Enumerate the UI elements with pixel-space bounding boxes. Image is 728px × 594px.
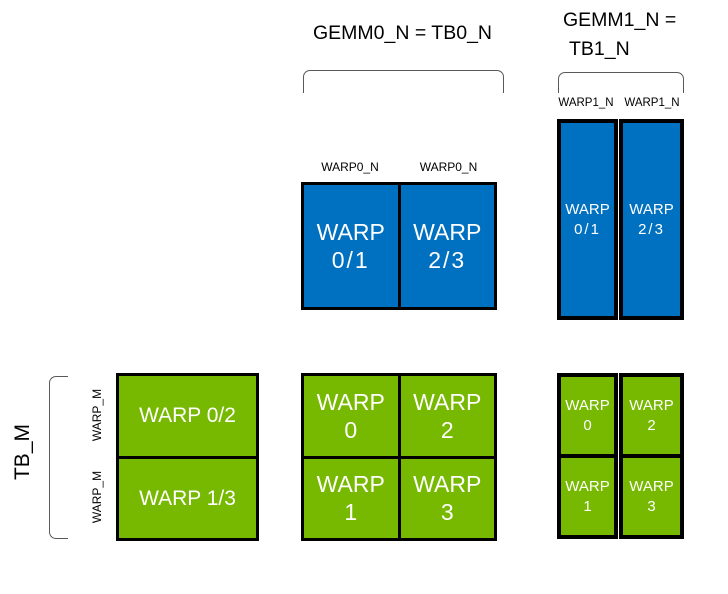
gemm1-warp-0-1-column: WARP 0/1 xyxy=(557,119,618,320)
warp-cell-line1: WARP xyxy=(629,396,674,414)
warp-cell-line2: 0/1 xyxy=(331,247,370,273)
gemm1-warp-grid-left-column: WARP 0 WARP 1 xyxy=(557,373,618,539)
warp-0-cell: WARP 0 xyxy=(304,376,398,456)
tb-m-warp-rows-block: WARP 0/2 WARP 1/3 xyxy=(116,373,259,541)
gemm0-n-bracket xyxy=(303,70,504,93)
warp-0-cell-small: WARP 0 xyxy=(561,377,614,454)
gemm1-warp-grid-right-column: WARP 2 WARP 3 xyxy=(619,373,684,539)
gemm0-n-title: GEMM0_N = TB0_N xyxy=(313,22,492,44)
warp-cell-line2: 2 xyxy=(440,416,454,443)
gemm0-warp-2-3-cell: WARP 2/3 xyxy=(400,185,494,307)
gemm1-n-title: GEMM1_N = TB1_N xyxy=(563,6,703,64)
warp-cell-line2: 3 xyxy=(440,499,454,526)
warp-0-2-row-cell: WARP 0/2 xyxy=(119,376,256,456)
gemm1-n-bracket xyxy=(558,72,684,93)
warp-2-cell: WARP 2 xyxy=(400,376,494,456)
warp-row-label: WARP 0/2 xyxy=(139,404,236,428)
warp-1-3-row-cell: WARP 1/3 xyxy=(119,458,256,538)
warp0-n-label-right: WARP0_N xyxy=(419,160,478,174)
warp-cell-line2: 1 xyxy=(344,499,358,526)
warp-1-cell: WARP 1 xyxy=(304,458,398,538)
warp-cell-line1: WARP xyxy=(413,388,482,415)
gemm1-n-title-line2: TB1_N xyxy=(569,38,630,60)
gemm1-warp-2-3-column: WARP 2/3 xyxy=(619,119,684,320)
warp-cell-line1: WARP xyxy=(565,396,610,414)
gemm1-warp-0-1-cell: WARP 0/1 xyxy=(561,123,614,316)
warp1-n-label-right: WARP1_N xyxy=(624,97,680,109)
warp-3-cell-small: WARP 3 xyxy=(623,458,680,535)
tb-m-bracket xyxy=(49,376,68,539)
warp-3-cell: WARP 3 xyxy=(400,458,494,538)
warp-cell-line2: 2 xyxy=(647,416,656,434)
warp-cell-line2: 2/3 xyxy=(428,247,467,273)
gemm1-warp-2-3-cell: WARP 2/3 xyxy=(623,123,680,316)
warp-cell-line2: 3 xyxy=(647,497,656,515)
gemm0-warp-tile-block: WARP 0/1 WARP 2/3 xyxy=(301,182,497,310)
warp-cell-line1: WARP xyxy=(316,471,385,498)
warp0-n-label-left: WARP0_N xyxy=(321,160,379,174)
gemm0-warp-grid-block: WARP 0 WARP 2 WARP 1 WARP 3 xyxy=(301,373,497,541)
warp-row-label: WARP 1/3 xyxy=(139,486,236,510)
gemm1-n-title-line1: GEMM1_N = xyxy=(563,9,677,31)
warp-cell-line2: 0 xyxy=(583,416,592,434)
warp-cell-line1: WARP xyxy=(316,388,385,415)
warp-cell-line1: WARP xyxy=(565,200,610,218)
warp-cell-line1: WARP xyxy=(629,200,674,218)
warp-cell-line2: 0 xyxy=(344,416,358,443)
tb-m-label: TB_M xyxy=(11,424,34,481)
warp-cell-line2: 2/3 xyxy=(638,220,665,238)
warp-cell-line1: WARP xyxy=(565,477,610,495)
warp-cell-line1: WARP xyxy=(316,219,385,245)
warp-cell-line1: WARP xyxy=(413,219,482,245)
gemm0-warp-0-1-cell: WARP 0/1 xyxy=(304,185,398,307)
warp-cell-line1: WARP xyxy=(413,471,482,498)
warp-2-cell-small: WARP 2 xyxy=(623,377,680,454)
warp-cell-line2: 1 xyxy=(583,497,592,515)
warp1-n-label-left: WARP1_N xyxy=(558,97,614,109)
warp-m-label-top: WARP_M xyxy=(90,388,104,442)
warp-1-cell-small: WARP 1 xyxy=(561,458,614,535)
warp-cell-line1: WARP xyxy=(629,477,674,495)
warp-cell-line2: 0/1 xyxy=(574,220,601,238)
warp-m-label-bottom: WARP_M xyxy=(90,470,104,524)
